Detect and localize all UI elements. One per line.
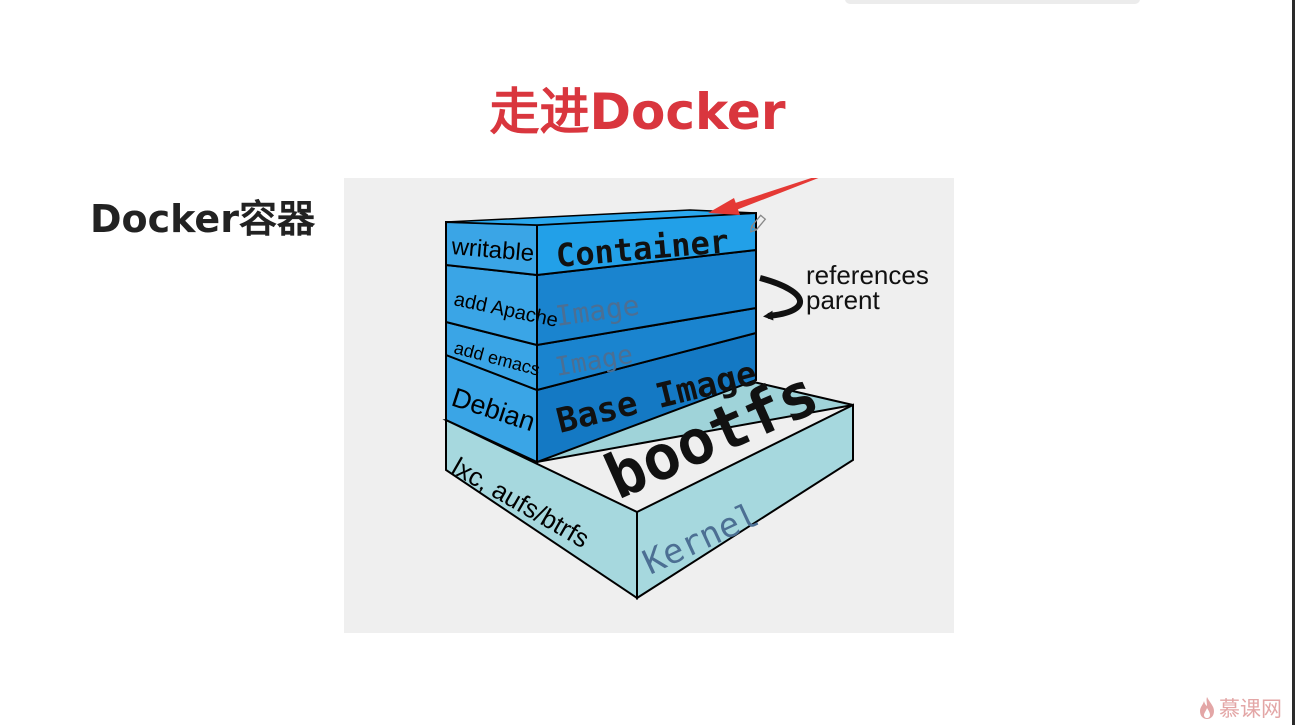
references-parent-arrow (759, 275, 803, 321)
slide-title: 走进Docker (489, 83, 786, 141)
docker-layers-diagram: writable add Apache add emacs Debian lxc… (344, 178, 954, 633)
top-bar (845, 0, 1140, 4)
references-label: references (806, 260, 929, 290)
flame-icon (1200, 697, 1214, 719)
red-annotation-arrowhead (708, 198, 740, 215)
parent-label: parent (806, 285, 880, 315)
kernel-front-face (636, 403, 854, 600)
container-top-face (445, 209, 757, 226)
section-label: Docker容器 (90, 197, 315, 241)
watermark-text: 慕课网 (1219, 697, 1282, 721)
window-edge (1292, 0, 1295, 725)
red-annotation-arrow (726, 178, 819, 212)
watermark: 慕课网 (1198, 693, 1282, 723)
pen-cursor-icon (749, 214, 767, 233)
